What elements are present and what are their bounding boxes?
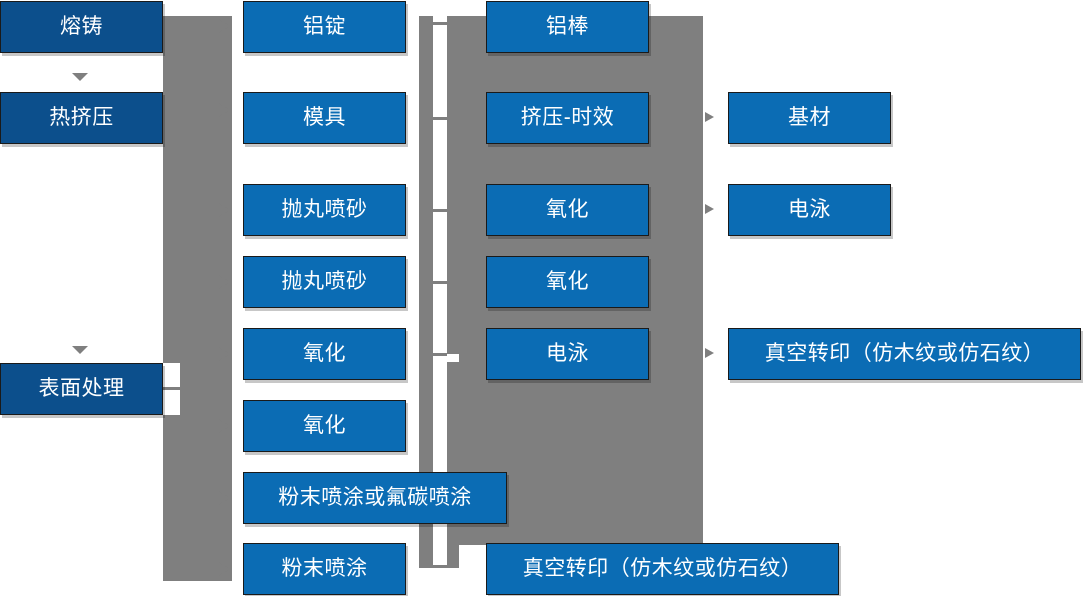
node-box-die-mold-label: 模具 [303,106,346,130]
surface-treatment-stub [163,387,185,390]
node-box-die-mold[interactable]: 模具 [243,92,406,144]
process-fan-out-rail [419,16,433,568]
node-box-powder-coating-label: 粉末喷涂 [281,557,368,581]
node-box-base-material-label: 基材 [788,106,831,130]
stage-box-surface-treatment-label: 表面处理 [38,377,125,401]
stage-arrow-6 [218,419,230,433]
stage-box-hot-extrusion-label: 热挤压 [49,106,114,130]
node-box-extrusion-aging-label: 挤压-时效 [520,106,615,130]
process-rung-2 [433,117,447,120]
stage-box-melt-cast-label: 熔铸 [60,15,103,39]
node-box-oxidation-2[interactable]: 氧化 [243,400,406,452]
node-box-aluminum-ingot-label: 铝锭 [303,15,346,39]
node-box-base-material[interactable]: 基材 [728,92,891,144]
stage-arrow-1 [218,19,230,33]
process-rung-4 [433,281,447,284]
output-arrow-base-material [705,112,714,122]
node-box-oxidation-3-label: 氧化 [546,198,589,222]
process-fan-out-rail-right-lower [447,362,459,568]
process-rung-1 [433,22,447,25]
node-box-extrusion-aging[interactable]: 挤压-时效 [486,92,649,144]
node-box-oxidation-4-label: 氧化 [546,270,589,294]
stage-arrow-8 [218,562,230,576]
node-box-oxidation-1[interactable]: 氧化 [243,328,406,380]
node-box-shot-blasting-1-label: 抛丸喷砂 [281,198,368,222]
stage-box-melt-cast[interactable]: 熔铸 [0,1,163,53]
node-box-electrophoresis-2-label: 电泳 [788,198,831,222]
node-box-electrophoresis-1-label: 电泳 [546,342,589,366]
node-box-shot-blasting-2[interactable]: 抛丸喷砂 [243,256,406,308]
stage-box-hot-extrusion[interactable]: 热挤压 [0,92,163,144]
node-box-powder-or-fluorocarbon-label: 粉末喷涂或氟碳喷涂 [278,486,472,510]
node-box-aluminum-ingot[interactable]: 铝锭 [243,1,406,53]
node-box-oxidation-4[interactable]: 氧化 [486,256,649,308]
output-arrow-vacuum-transfer [705,348,714,358]
process-rung-6 [433,565,447,568]
node-box-aluminum-bar[interactable]: 铝棒 [486,1,649,53]
node-box-aluminum-bar-label: 铝棒 [546,15,589,39]
stage-arrow-7 [218,491,230,505]
node-box-powder-coating[interactable]: 粉末喷涂 [243,543,406,595]
node-box-oxidation-3[interactable]: 氧化 [486,184,649,236]
stage-arrow-3 [218,203,230,217]
node-box-vacuum-transfer-2[interactable]: 真空转印（仿木纹或仿石纹） [728,328,1081,380]
node-box-powder-or-fluorocarbon[interactable]: 粉末喷涂或氟碳喷涂 [243,472,507,524]
node-box-oxidation-1-label: 氧化 [303,342,346,366]
node-box-vacuum-transfer-1-label: 真空转印（仿木纹或仿石纹） [522,557,803,581]
stage-box-surface-treatment[interactable]: 表面处理 [0,363,163,415]
stage-arrow-4 [218,275,230,289]
stage-arrow-2 [218,103,230,117]
process-fan-out-rail-right [447,16,459,354]
stage-arrow-5 [218,347,230,361]
stage-notch-1 [72,73,88,81]
node-box-vacuum-transfer-2-label: 真空转印（仿木纹或仿石纹） [764,342,1045,366]
node-box-shot-blasting-1[interactable]: 抛丸喷砂 [243,184,406,236]
output-arrow-electrophoresis [705,204,714,214]
node-box-electrophoresis-1[interactable]: 电泳 [486,328,649,380]
stage-notch-2 [72,346,88,354]
process-rung-5 [433,353,447,356]
node-box-vacuum-transfer-1[interactable]: 真空转印（仿木纹或仿石纹） [486,543,839,595]
process-rung-3 [433,209,447,212]
node-box-electrophoresis-2[interactable]: 电泳 [728,184,891,236]
node-box-shot-blasting-2-label: 抛丸喷砂 [281,270,368,294]
node-box-oxidation-2-label: 氧化 [303,414,346,438]
